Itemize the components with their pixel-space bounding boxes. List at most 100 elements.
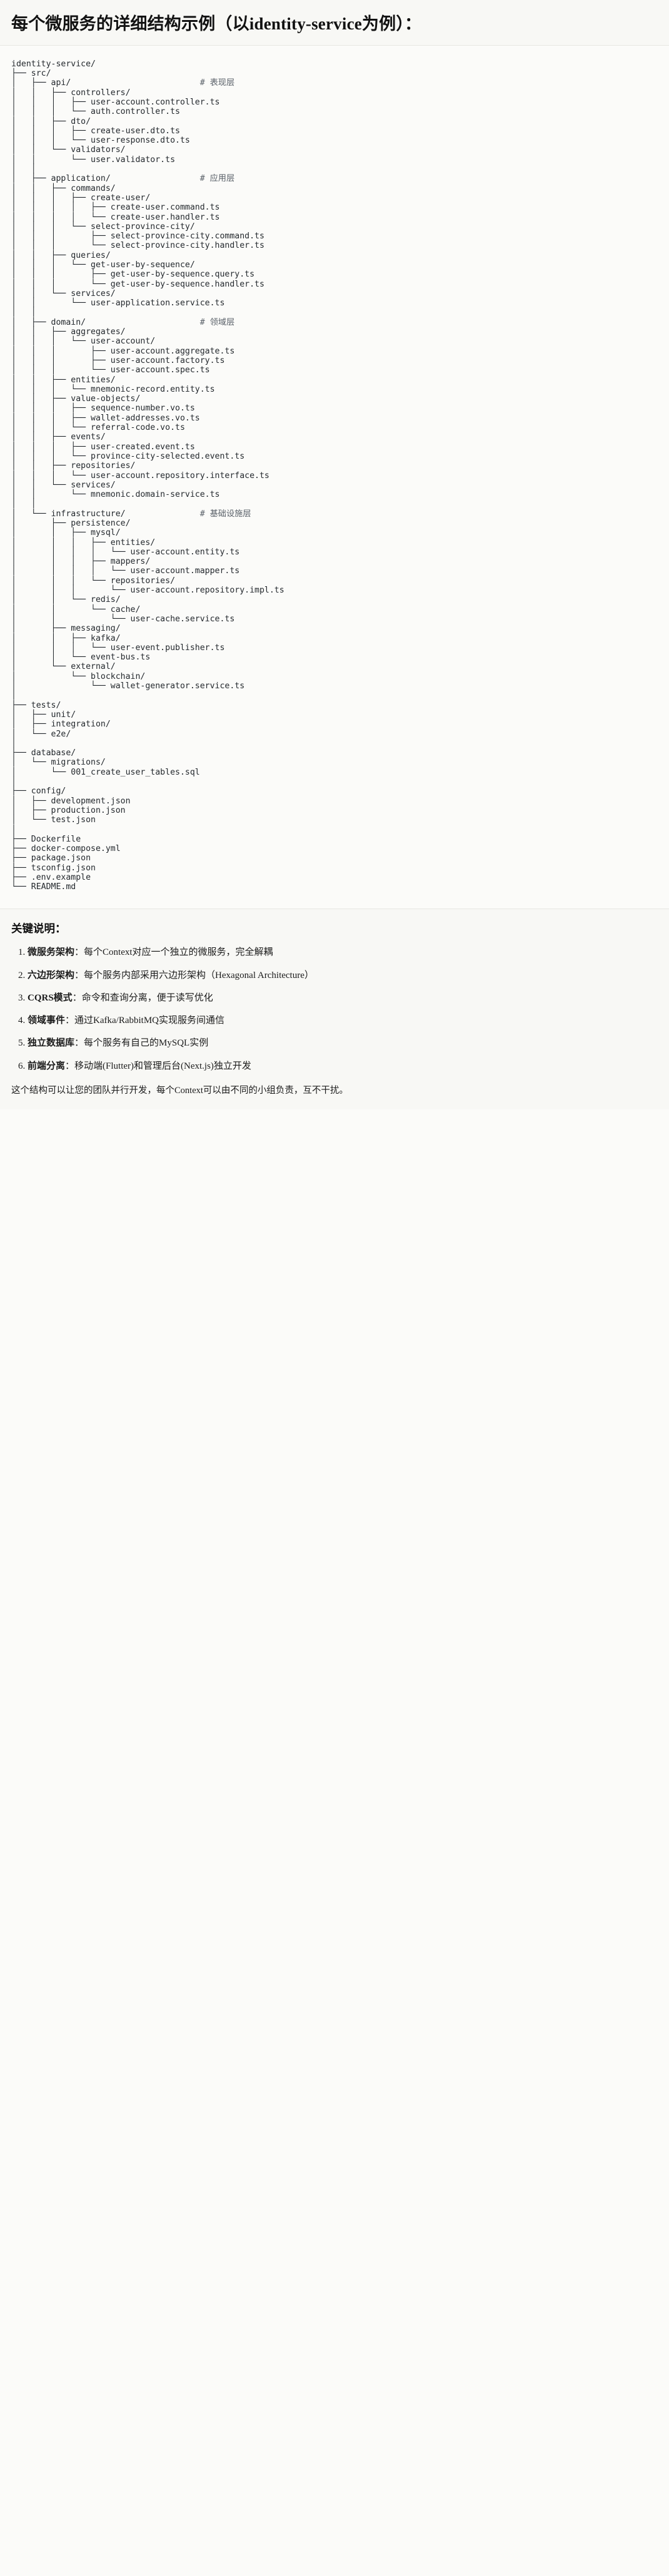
tree-line: │ ├── production.json <box>11 805 126 815</box>
key-note-item: 前端分离：移动端(Flutter)和管理后台(Next.js)独立开发 <box>28 1059 658 1074</box>
key-note-desc: ：每个服务内部采用六边形架构（Hexagonal Architecture） <box>74 970 314 980</box>
tree-line: │ │ │ ├── select-province-city.command.t… <box>11 232 264 242</box>
tree-line: │ │ ├── kafka/ <box>11 633 121 643</box>
tree-line: ├── tests/ <box>11 700 61 710</box>
tree-line: │ └── infrastructure/ # 基础设施层 <box>11 509 251 519</box>
tree-line: │ ├── persistence/ <box>11 519 131 528</box>
tree-line: │ └── 001_create_user_tables.sql <box>11 767 200 777</box>
key-note-desc: ：命令和查询分离，便于读写优化 <box>72 992 213 1003</box>
tree-line: ├── src/ <box>11 69 51 79</box>
tree-line: │ │ │ │ └── user-account.mapper.ts <box>11 566 240 576</box>
tree-line: │ │ │ └── auth.controller.ts <box>11 107 180 117</box>
tree-line: │ │ │ │ └── user-account.entity.ts <box>11 547 240 557</box>
tree-line: │ │ │ ├── user-account.factory.ts <box>11 355 225 365</box>
tree-line: │ │ ├── mysql/ <box>11 528 121 538</box>
tree-line: │ │ │ └── mnemonic-record.entity.ts <box>11 384 215 394</box>
tree-line: │ │ ├── dto/ <box>11 116 91 126</box>
tree-line: │ │ │ ├── user-account.aggregate.ts <box>11 346 235 356</box>
tree-line: │ │ ├── queries/ <box>11 250 111 260</box>
tree-line: │ └── test.json <box>11 815 96 825</box>
tree-line: │ └── e2e/ <box>11 729 71 739</box>
directory-tree-section: identity-service/ ├── src/ │ ├── api/ # … <box>0 45 669 909</box>
tree-line: │ │ └── services/ <box>11 480 116 490</box>
directory-tree: identity-service/ ├── src/ │ ├── api/ # … <box>11 59 658 892</box>
tree-line: │ ├── development.json <box>11 796 131 806</box>
tree-line-comment: # 基础设施层 <box>199 509 251 519</box>
tree-line: │ │ │ └── user-account.repository.interf… <box>11 471 269 481</box>
tree-line: │ ├── api/ # 表现层 <box>11 78 235 88</box>
key-note-item: CQRS模式：命令和查询分离，便于读写优化 <box>28 991 658 1005</box>
tree-line: │ └── wallet-generator.service.ts <box>11 681 245 691</box>
tree-line: │ └── external/ <box>11 662 116 672</box>
key-note-item: 领域事件：通过Kafka/RabbitMQ实现服务间通信 <box>28 1014 658 1028</box>
tree-line: ├── package.json <box>11 853 91 863</box>
key-notes-section: 关键说明： 微服务架构：每个Context对应一个独立的微服务，完全解耦六边形架… <box>0 909 669 1110</box>
tree-line: │ │ │ ├── entities/ <box>11 537 156 547</box>
tree-line: identity-service/ <box>11 59 96 69</box>
tree-line: │ │ └── user-application.service.ts <box>11 298 225 308</box>
key-note-name: 领域事件 <box>28 1016 66 1026</box>
key-note-name: 前端分离 <box>28 1061 66 1071</box>
key-note-desc: ：通过Kafka/RabbitMQ实现服务间通信 <box>65 1016 224 1026</box>
tree-line: │ └── migrations/ <box>11 758 106 768</box>
tree-line: │ <box>11 691 16 701</box>
page-root: 每个微服务的详细结构示例（以identity-service为例）： ident… <box>0 0 669 1110</box>
key-note-desc: ：每个Context对应一个独立的微服务，完全解耦 <box>74 947 273 958</box>
tree-line: │ │ └── mnemonic.domain-service.ts <box>11 490 220 500</box>
tree-line: │ ├── integration/ <box>11 720 111 730</box>
tree-line: │ │ │ ├── user-created.event.ts <box>11 442 195 452</box>
key-notes-footer: 这个结构可以让您的团队并行开发，每个Context可以由不同的小组负责，互不干扰… <box>11 1085 348 1096</box>
tree-line: │ ├── messaging/ <box>11 624 121 634</box>
tree-line: │ │ │ └── select-province-city/ <box>11 221 195 232</box>
tree-line: │ │ <box>11 165 36 175</box>
tree-line: │ <box>11 825 16 835</box>
tree-line: │ ├── application/ # 应用层 <box>11 174 235 184</box>
tree-line: │ │ │ └── user-response.dto.ts <box>11 136 190 146</box>
tree-line: │ │ ├── controllers/ <box>11 88 131 98</box>
tree-line: └── README.md <box>11 882 76 892</box>
key-note-item: 独立数据库：每个服务有自己的MySQL实例 <box>28 1036 658 1051</box>
key-note-item: 六边形架构：每个服务内部采用六边形架构（Hexagonal Architectu… <box>28 969 658 983</box>
tree-line-comment: # 应用层 <box>199 174 235 184</box>
tree-line: │ │ │ └── user-event.publisher.ts <box>11 643 225 653</box>
tree-line: ├── .env.example <box>11 872 91 882</box>
tree-line: │ │ └── validators/ <box>11 145 126 155</box>
tree-line: │ │ └── user-cache.service.ts <box>11 614 235 624</box>
key-note-desc: ：移动端(Flutter)和管理后台(Next.js)独立开发 <box>65 1061 251 1071</box>
tree-line: │ │ │ ├── sequence-number.vo.ts <box>11 404 195 414</box>
tree-line: │ │ │ └── select-province-city.handler.t… <box>11 241 264 251</box>
page-title: 每个微服务的详细结构示例（以identity-service为例）： <box>11 14 422 33</box>
tree-line: │ │ <box>11 499 36 509</box>
tree-line: │ │ │ ├── get-user-by-sequence.query.ts <box>11 270 255 280</box>
tree-line: │ │ <box>11 308 36 318</box>
tree-line: │ │ ├── aggregates/ <box>11 327 126 337</box>
tree-line: │ │ ├── repositories/ <box>11 461 136 471</box>
tree-line: │ │ └── redis/ <box>11 595 121 605</box>
key-note-name: CQRS模式 <box>28 992 73 1003</box>
tree-line: │ │ │ ├── create-user.dto.ts <box>11 126 180 136</box>
tree-line: │ │ └── cache/ <box>11 604 141 614</box>
tree-line: │ │ │ ├── wallet-addresses.vo.ts <box>11 413 200 423</box>
tree-line: │ ├── domain/ # 领域层 <box>11 317 235 327</box>
tree-line: │ │ └── user.validator.ts <box>11 155 176 165</box>
tree-line-comment: # 领域层 <box>199 317 235 327</box>
tree-line: │ │ │ └── repositories/ <box>11 576 176 586</box>
tree-line: ├── database/ <box>11 748 76 758</box>
key-note-name: 六边形架构 <box>28 970 75 980</box>
key-note-name: 微服务架构 <box>28 947 75 958</box>
tree-line: ├── docker-compose.yml <box>11 844 121 854</box>
tree-line: │ │ └── event-bus.ts <box>11 653 151 663</box>
tree-line: │ <box>11 777 16 787</box>
tree-line: │ <box>11 738 16 748</box>
tree-line: │ │ │ └── get-user-by-sequence/ <box>11 260 195 270</box>
tree-line: │ │ ├── value-objects/ <box>11 394 141 404</box>
tree-line: │ │ │ └── get-user-by-sequence.handler.t… <box>11 279 264 289</box>
tree-line: │ │ │ ├── mappers/ <box>11 557 151 567</box>
tree-line: │ │ └── services/ <box>11 288 116 298</box>
key-note-desc: ：每个服务有自己的MySQL实例 <box>74 1038 209 1049</box>
tree-line: │ │ │ │ ├── create-user.command.ts <box>11 203 220 213</box>
tree-line: ├── config/ <box>11 787 66 797</box>
tree-line: │ │ │ │ └── create-user.handler.ts <box>11 212 220 222</box>
key-note-item: 微服务架构：每个Context对应一个独立的微服务，完全解耦 <box>28 945 658 960</box>
tree-line: │ │ │ └── province-city-selected.event.t… <box>11 451 245 461</box>
